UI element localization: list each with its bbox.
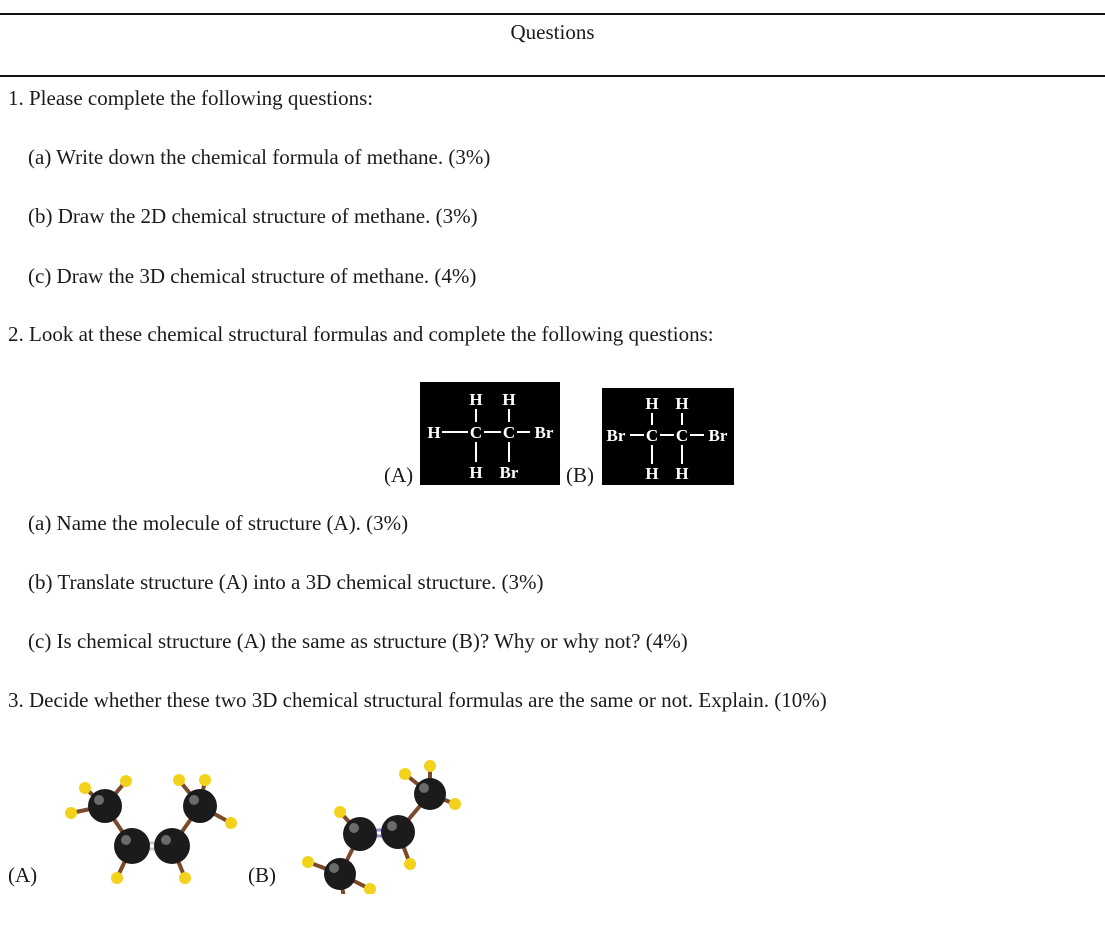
model-b-label: (B) xyxy=(248,863,276,887)
structure-b-label: (B) xyxy=(566,463,594,487)
question-2c: (c) Is chemical structure (A) the same a… xyxy=(28,629,688,653)
model-b-ball-and-stick xyxy=(302,760,461,894)
structural-formulas: (A) H H H C C Br H Br (B) xyxy=(380,382,740,492)
page-title: Questions xyxy=(510,20,595,44)
header-rule xyxy=(0,75,1105,77)
structure-b-carbon-1: C xyxy=(646,426,658,445)
structure-a-top-1: H xyxy=(469,390,482,409)
structure-b-top-1: H xyxy=(645,394,658,413)
3d-models: (A) (B) xyxy=(0,760,461,898)
model-a-ball-and-stick xyxy=(65,774,237,884)
question-1b: (b) Draw the 2D chemical structure of me… xyxy=(28,204,478,228)
question-2b: (b) Translate structure (A) into a 3D ch… xyxy=(28,570,544,594)
question-1c: (c) Draw the 3D chemical structure of me… xyxy=(28,264,477,288)
structure-a-right: Br xyxy=(535,423,554,442)
question-1a: (a) Write down the chemical formula of m… xyxy=(28,145,491,169)
structure-a-top-2: H xyxy=(502,390,515,409)
structure-a-bottom-2: Br xyxy=(500,463,519,482)
structure-a-label: (A) xyxy=(384,463,414,487)
structure-a-bottom-1: H xyxy=(469,463,482,482)
structure-b-left: Br xyxy=(607,426,626,445)
structure-a-carbon-2: C xyxy=(503,423,515,442)
model-a-label: (A) xyxy=(8,863,38,887)
structure-b-carbon-2: C xyxy=(676,426,688,445)
structure-b-top-2: H xyxy=(675,394,688,413)
question-2a: (a) Name the molecule of structure (A). … xyxy=(28,511,409,535)
top-rule xyxy=(0,13,1105,15)
question-3: 3. Decide whether these two 3D chemical … xyxy=(8,688,827,712)
structure-a-left: H xyxy=(427,423,440,442)
structure-a-image: H H H C C Br H Br xyxy=(420,382,560,485)
structure-b-bottom-1: H xyxy=(645,464,658,483)
structure-b-bottom-2: H xyxy=(675,464,688,483)
structure-b-image: H H Br C C Br H H xyxy=(602,388,734,485)
structure-b-right: Br xyxy=(709,426,728,445)
question-2: 2. Look at these chemical structural for… xyxy=(8,322,714,346)
structure-a-carbon-1: C xyxy=(470,423,482,442)
question-1: 1. Please complete the following questio… xyxy=(8,86,374,110)
